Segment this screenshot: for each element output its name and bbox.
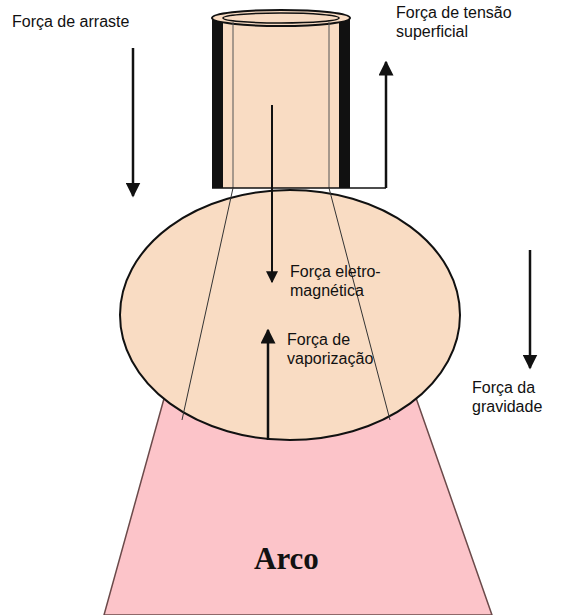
force-label: Força da gravidade <box>472 378 572 416</box>
drag-arrow <box>132 48 135 196</box>
current-line <box>329 188 390 420</box>
force-label: Força eletro-magnética <box>290 262 400 300</box>
current-line <box>182 188 233 420</box>
electrode-wall <box>339 18 350 188</box>
neck-line <box>212 187 386 189</box>
gravity-arrow <box>529 250 532 368</box>
electrode-wall <box>212 18 223 188</box>
electrode-fill <box>212 18 350 188</box>
force-label: Força de tensão superficial <box>396 3 516 41</box>
force-label: Força de vaporização <box>287 330 397 368</box>
molten-droplet <box>120 190 460 440</box>
electromagnetic-arrow <box>271 105 273 282</box>
force-label: Força de arraste <box>12 12 212 31</box>
arc-label: Arco <box>254 542 374 576</box>
surface-tension-arrow <box>385 62 388 188</box>
bore-line <box>233 22 234 188</box>
vaporization-arrow <box>267 330 270 440</box>
electrode-bore <box>223 13 339 23</box>
bore-line <box>329 22 330 188</box>
